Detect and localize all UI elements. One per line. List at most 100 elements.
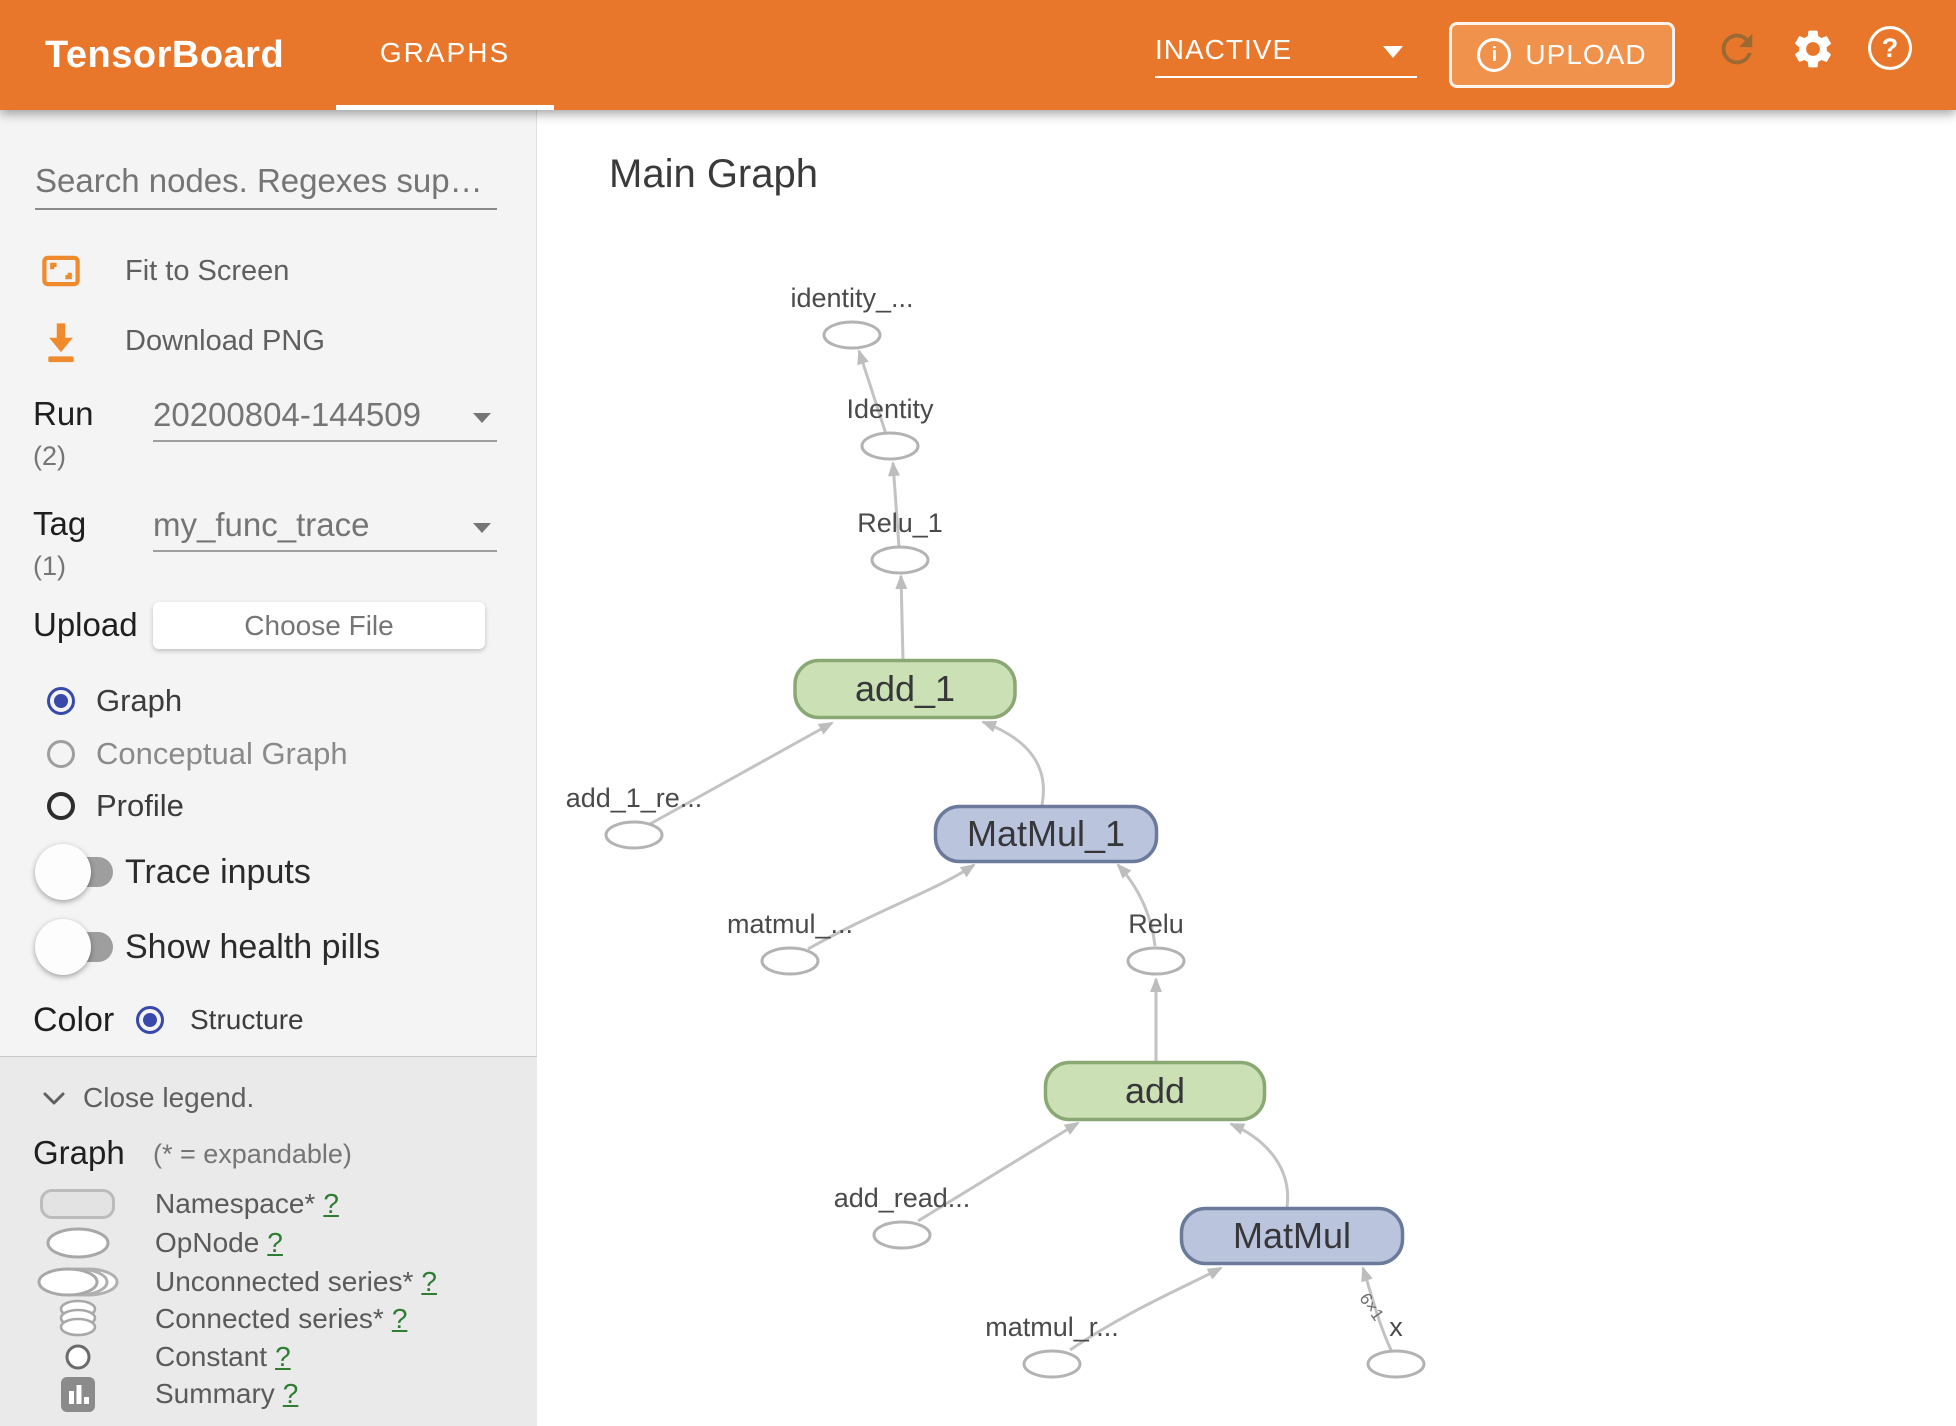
close-legend-label: Close legend. [83, 1082, 255, 1113]
color-structure-radio[interactable] [136, 1006, 164, 1034]
svg-text:identity_...: identity_... [790, 283, 913, 313]
help-icon-glyph: ? [1881, 32, 1899, 63]
download-icon [48, 323, 74, 363]
tag-dropdown-value: my_func_trace [153, 506, 370, 543]
chevron-down-icon [43, 1092, 65, 1105]
svg-text:MatMul: MatMul [1233, 1215, 1351, 1256]
graph-node-add_1_re...[interactable]: add_1_re... [566, 783, 703, 850]
svg-text:x: x [1389, 1312, 1403, 1342]
tab-graphs[interactable]: GRAPHS [336, 0, 554, 110]
namespace-icon [40, 1189, 115, 1219]
svg-text:Identity: Identity [846, 394, 934, 424]
choose-file-button[interactable]: Choose File [153, 602, 485, 649]
svg-text:6×1: 6×1 [1355, 1290, 1387, 1325]
download-png-button[interactable]: Download PNG [0, 316, 537, 366]
trace-inputs-label: Trace inputs [125, 853, 311, 891]
toggle-knob [35, 919, 91, 975]
svg-text:MatMul_1: MatMul_1 [967, 813, 1125, 854]
svg-text:matmul_r...: matmul_r... [985, 1312, 1119, 1342]
view-option-graph[interactable]: Graph [0, 676, 537, 726]
help-icon[interactable]: ? [1868, 26, 1912, 70]
upload-button-label: UPLOAD [1525, 39, 1647, 70]
graph-edge-x-to-MatMul: 6×1 [1355, 1266, 1393, 1351]
graph-node-identity_...[interactable]: identity_... [790, 283, 914, 350]
help-link[interactable]: ? [267, 1227, 283, 1258]
radio-selected-icon [47, 687, 75, 715]
gear-icon[interactable] [1790, 26, 1836, 72]
active-dashboards-value: INACTIVE [1155, 34, 1293, 65]
legend-item-label: Unconnected series*? [155, 1266, 437, 1297]
legend-item-label: Constant? [155, 1341, 291, 1372]
legend-note: (* = expandable) [153, 1139, 352, 1169]
search-input[interactable] [35, 154, 497, 210]
help-link[interactable]: ? [421, 1266, 437, 1297]
view-option-conceptual-graph[interactable]: Conceptual Graph [0, 729, 537, 779]
show-health-pills-toggle[interactable]: Show health pills [0, 918, 537, 976]
help-link[interactable]: ? [391, 1303, 408, 1334]
legend-heading: Graph [33, 1134, 125, 1171]
chevron-down-icon [473, 413, 491, 423]
graph-node-Relu[interactable]: Relu [1126, 909, 1186, 976]
graph-node-matmul_...[interactable]: matmul_... [727, 909, 853, 976]
summary-icon [60, 1377, 95, 1412]
graph-node-Identity[interactable]: Identity [846, 394, 934, 461]
chevron-down-icon [1383, 46, 1403, 58]
help-link[interactable]: ? [275, 1341, 291, 1372]
app-header: TensorBoard GRAPHS INACTIVE i UPLOAD ? [0, 0, 1956, 110]
graph-node-MatMul[interactable]: MatMul [1179, 1206, 1405, 1266]
download-png-label: Download PNG [125, 325, 325, 357]
graph-node-add[interactable]: add [1043, 1060, 1267, 1122]
unconnected-series-icon [37, 1267, 118, 1297]
tag-dropdown[interactable]: my_func_trace [153, 503, 497, 552]
graph-edge-add_1_re...-to-add_1 [649, 721, 834, 826]
svg-text:add_1_re...: add_1_re... [566, 783, 703, 813]
show-health-pills-label: Show health pills [125, 928, 381, 966]
graph-edge-add_1-to-Relu_1 [895, 574, 908, 661]
run-dropdown[interactable]: 20200804-144509 [153, 393, 497, 442]
graph-node-x[interactable]: x [1366, 1312, 1426, 1379]
graph-node-matmul_r...[interactable]: matmul_r... [985, 1312, 1119, 1379]
legend-item-connected-series: Connected series*? [0, 1297, 537, 1341]
svg-text:add_1: add_1 [855, 668, 955, 709]
run-count: (2) [33, 441, 66, 471]
graph-edge-add_read...-to-add [917, 1121, 1080, 1223]
legend-item-unconnected-series: Unconnected series*? [0, 1260, 537, 1304]
legend-item-summary: Summary? [0, 1372, 537, 1416]
close-legend-button[interactable]: Close legend. [0, 1077, 537, 1119]
radio-unselected-icon [47, 740, 75, 768]
main-graph-title: Main Graph [609, 152, 818, 196]
info-icon: i [1477, 38, 1512, 72]
graph-edge-matmul_...-to-MatMul_1 [807, 863, 976, 951]
graph-node-add_1[interactable]: add_1 [793, 658, 1017, 720]
graph-edge-MatMul-to-add [1229, 1122, 1290, 1208]
constant-icon [65, 1344, 90, 1370]
view-option-graph-label: Graph [96, 683, 183, 718]
legend-item-label: Connected series*? [155, 1303, 408, 1334]
run-label: Run [33, 395, 94, 432]
svg-text:Relu_1: Relu_1 [857, 508, 943, 538]
graphs-sidebar: Fit to Screen Download PNG Run (2) 20200… [0, 110, 537, 1426]
legend-item-label: Summary? [155, 1378, 299, 1409]
fit-to-screen-button[interactable]: Fit to Screen [0, 246, 537, 296]
chevron-down-icon [473, 523, 491, 533]
tab-graphs-label: GRAPHS [379, 37, 511, 68]
help-link[interactable]: ? [282, 1378, 299, 1409]
graph-node-add_read...[interactable]: add_read... [834, 1183, 971, 1250]
legend-item-namespace: Namespace*? [0, 1182, 537, 1226]
trace-inputs-toggle[interactable]: Trace inputs [0, 843, 537, 901]
view-option-profile-label: Profile [96, 788, 184, 823]
view-option-profile[interactable]: Profile [0, 781, 537, 831]
graph-node-MatMul_1[interactable]: MatMul_1 [933, 804, 1159, 864]
refresh-icon[interactable] [1714, 26, 1760, 72]
tag-label: Tag [33, 505, 87, 542]
graph-edge-MatMul_1-to-add_1 [981, 720, 1045, 806]
upload-button[interactable]: i UPLOAD [1449, 22, 1675, 88]
legend-item-opnode: OpNode? [0, 1221, 537, 1265]
active-dashboards-dropdown[interactable]: INACTIVE [1155, 30, 1417, 78]
help-link[interactable]: ? [323, 1188, 339, 1219]
fit-to-screen-label: Fit to Screen [125, 255, 290, 287]
graph-node-Relu_1[interactable]: Relu_1 [857, 508, 943, 575]
view-option-conceptual-label: Conceptual Graph [96, 736, 348, 771]
